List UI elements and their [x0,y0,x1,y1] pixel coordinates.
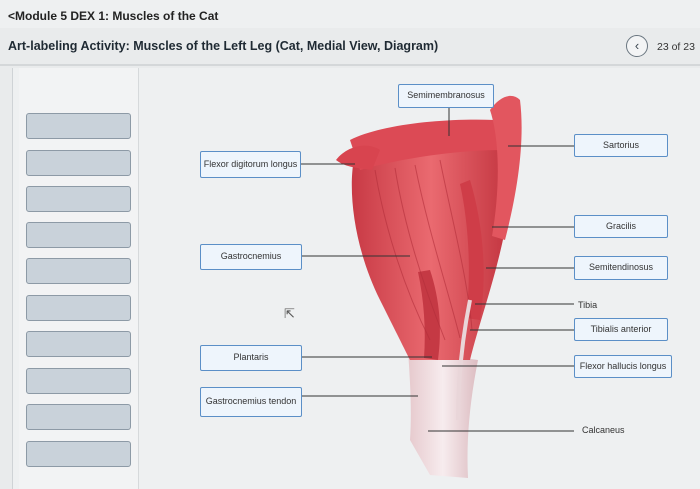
label-flexor-hallucis-longus[interactable]: Flexor hallucis longus [574,355,672,378]
mouse-cursor-icon: ⇱ [284,306,295,321]
label-calcaneus: Calcaneus [582,425,625,435]
label-bank-tile[interactable] [26,295,131,321]
label-tibia: Tibia [578,300,598,310]
flexor-flap [336,145,380,170]
label-bank-tile[interactable] [26,331,131,357]
semitendinosus-muscle [418,270,440,360]
label-plantaris[interactable]: Plantaris [200,345,302,371]
gracilis-muscle [460,180,484,320]
chevron-left-icon: ‹ [634,38,640,53]
header-divider [0,64,700,66]
label-bank-tile[interactable] [26,258,131,284]
label-bank-tile[interactable] [26,404,131,430]
tibia-bone [456,299,472,421]
label-flexor-digitorum-longus[interactable]: Flexor digitorum longus [200,151,301,178]
tendon-region [408,350,478,478]
module-title[interactable]: <Module 5 DEX 1: Muscles of the Cat [8,9,219,23]
label-gastrocnemius[interactable]: Gastrocnemius [200,244,302,270]
label-bank-tile[interactable] [26,113,131,139]
label-semimembranosus[interactable]: Semimembranosus [398,84,494,108]
label-gastrocnemius-tendon[interactable]: Gastrocnemius tendon [200,387,302,417]
sartorius-muscle [490,95,522,240]
label-sartorius[interactable]: Sartorius [574,134,668,157]
activity-title: Art-labeling Activity: Muscles of the Le… [8,39,439,53]
label-bank-tile[interactable] [26,186,131,212]
previous-item-button[interactable]: ‹ [626,35,648,57]
label-bank-tile[interactable] [26,222,131,248]
label-bank-tile[interactable] [26,441,131,467]
label-tibialis-anterior[interactable]: Tibialis anterior [574,318,668,341]
page-count: 23 of 23 [657,41,695,53]
label-gracilis[interactable]: Gracilis [574,215,668,238]
label-bank-tile[interactable] [26,368,131,394]
top-bar [0,0,700,28]
semimembranosus-muscle [350,119,505,170]
label-bank-tile[interactable] [26,150,131,176]
label-semitendinosus[interactable]: Semitendinosus [574,256,668,280]
